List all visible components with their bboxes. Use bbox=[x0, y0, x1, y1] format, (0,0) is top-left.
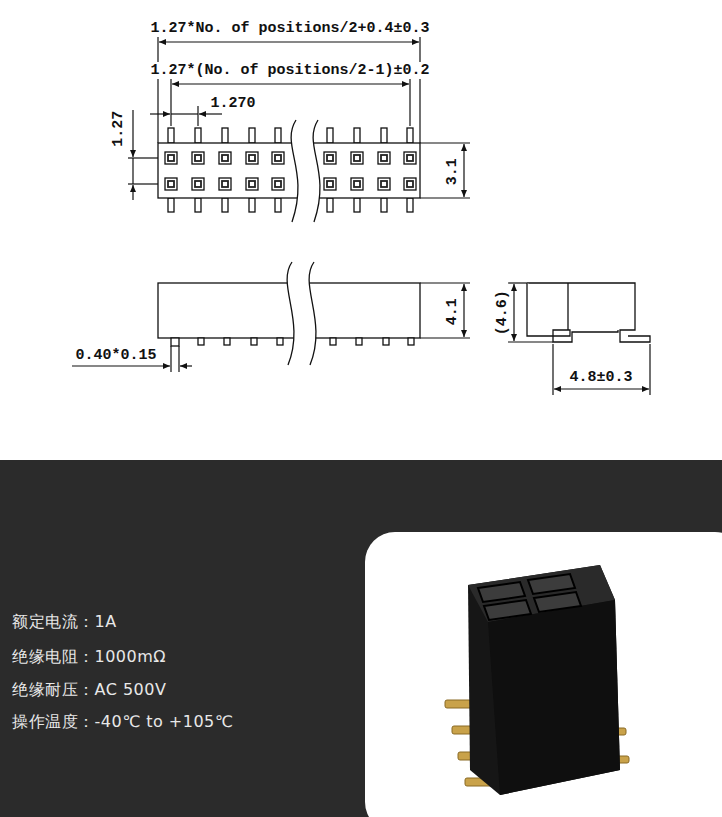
pitch-dimension: 1.270 bbox=[210, 95, 257, 112]
inner-squares bbox=[168, 155, 413, 187]
overall-length-dimension: 1.27*No. of positions/2+0.4±0.3 bbox=[150, 20, 431, 37]
spec-line: 绝缘耐压：AC 500V bbox=[12, 681, 166, 699]
row-pitch-dimension: 1.27 bbox=[110, 109, 127, 147]
pin-size-dimension: 0.40*0.15 bbox=[75, 347, 158, 364]
spec-panel bbox=[0, 460, 722, 817]
spec-line: 额定电流：1A bbox=[12, 613, 117, 631]
spec-line: 绝缘电阻：1000mΩ bbox=[12, 648, 166, 666]
pin-span-dimension: 1.27*(No. of positions/2-1)±0.2 bbox=[150, 62, 431, 79]
foot-span-dimension: 4.8±0.3 bbox=[569, 369, 634, 386]
side-pins bbox=[171, 338, 414, 346]
photo-holes bbox=[478, 574, 581, 620]
end-view bbox=[527, 283, 650, 342]
contact-holes bbox=[165, 152, 416, 190]
spec-line: 操作温度：-40℃ to +105℃ bbox=[12, 713, 233, 731]
width-dimension: 3.1 bbox=[443, 157, 460, 186]
height-dimension: 4.1 bbox=[443, 297, 460, 326]
side-view bbox=[158, 262, 420, 365]
top-view bbox=[158, 120, 420, 222]
dimension-lines bbox=[72, 34, 650, 395]
product-photo bbox=[445, 565, 629, 795]
total-height-dimension: (4.6) bbox=[493, 289, 510, 336]
photo-card bbox=[365, 532, 722, 817]
